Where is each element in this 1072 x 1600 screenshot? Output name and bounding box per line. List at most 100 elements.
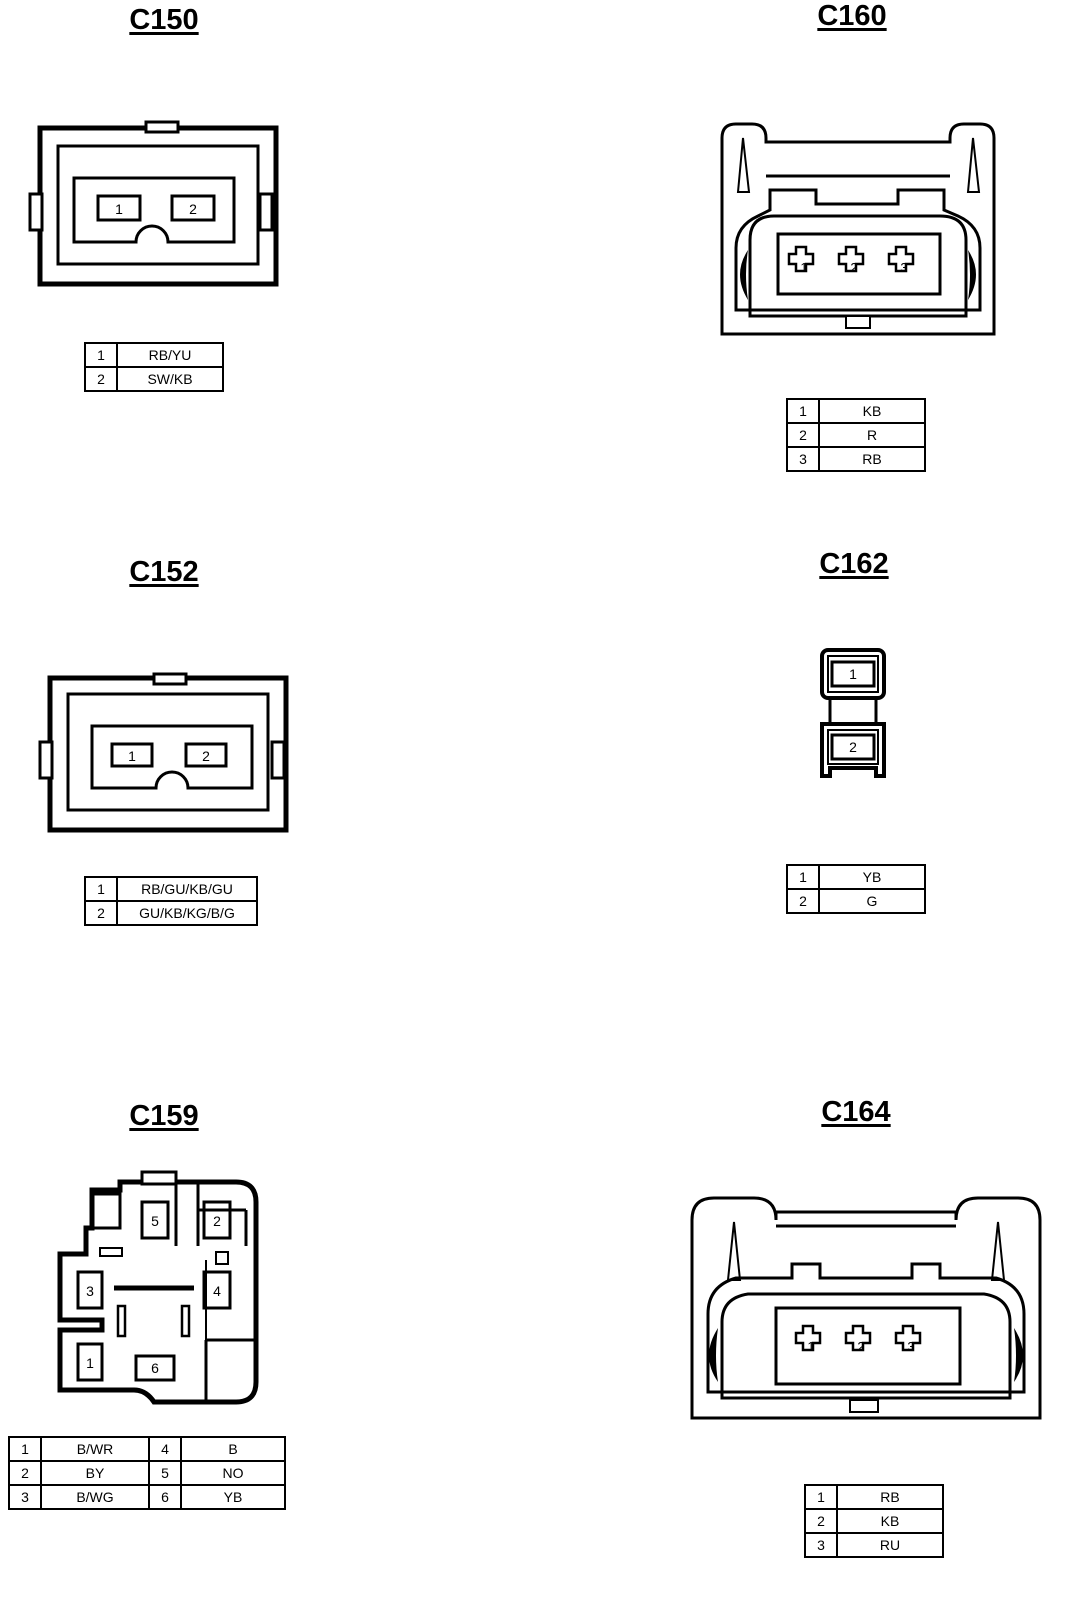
table-row: 1 B/WR 4 B	[8, 1436, 286, 1462]
c152-title: C152	[129, 556, 199, 588]
pin-number: 4	[148, 1436, 182, 1462]
c152-pin-1-label: 1	[128, 748, 136, 764]
c162-pin-2-label: 2	[849, 739, 857, 755]
c160-pin-1-label: 1	[800, 260, 807, 275]
pin-number: 1	[84, 342, 118, 368]
pin-number: 1	[8, 1436, 42, 1462]
c159-pin-2	[202, 1200, 232, 1240]
c164-pin-1-label: 1	[807, 1339, 814, 1354]
pin-number: 1	[786, 398, 820, 424]
c164-pin-2-label: 2	[857, 1339, 864, 1354]
wire-color: RB	[818, 446, 926, 472]
c162-pin-2	[830, 733, 876, 761]
c159-pin-5-label: 5	[151, 1213, 159, 1229]
c162-connector-drawing: 1 2	[820, 648, 886, 778]
c152-pin-2-label: 2	[202, 748, 210, 764]
c160-pin-2-label: 2	[850, 260, 857, 275]
c160-connector-drawing: 1 2 3	[720, 122, 996, 336]
c164-pin-3	[894, 1324, 922, 1352]
c164-pin-3-label: 3	[907, 1339, 914, 1354]
wire-color: B	[180, 1436, 286, 1462]
table-row: 3 B/WG 6 YB	[8, 1484, 286, 1510]
wire-color: NO	[180, 1460, 286, 1486]
wire-color: YB	[818, 864, 926, 890]
pin-number: 5	[148, 1460, 182, 1486]
wire-color: G	[818, 888, 926, 914]
wire-color: RB/YU	[116, 342, 224, 368]
c160-pin-1	[787, 245, 815, 273]
wire-color: B/WG	[40, 1484, 150, 1510]
c150-pin-1	[96, 194, 142, 222]
pin-number: 6	[148, 1484, 182, 1510]
c162-pin-1-label: 1	[849, 666, 857, 682]
wire-color: GU/KB/KG/B/G	[116, 900, 258, 926]
c159-pin-5	[140, 1200, 170, 1240]
c159-pin-3-label: 3	[86, 1283, 94, 1299]
c159-pin-6	[134, 1354, 176, 1382]
wire-color: BY	[40, 1460, 150, 1486]
pin-number: 1	[84, 876, 118, 902]
c164-pin-1	[794, 1324, 822, 1352]
c152-pin-2	[184, 742, 228, 768]
c159-connector-drawing: 1 2 3 4 5 6	[57, 1170, 259, 1405]
c164-title: C164	[821, 1096, 891, 1128]
c162-pin-1	[830, 660, 876, 688]
c152-connector-drawing: 1 2	[38, 672, 289, 833]
c150-connector-drawing: 1 2	[28, 120, 279, 287]
wire-color: RB/GU/KB/GU	[116, 876, 258, 902]
wire-color: KB	[836, 1508, 944, 1534]
wire-color: B/WR	[40, 1436, 150, 1462]
c162-title: C162	[819, 548, 889, 580]
c160-title: C160	[817, 0, 887, 32]
pin-number: 3	[804, 1532, 838, 1558]
c159-pin-6-label: 6	[151, 1360, 159, 1376]
wire-color: SW/KB	[116, 366, 224, 392]
pin-number: 1	[786, 864, 820, 890]
pin-number: 2	[804, 1508, 838, 1534]
c159-pin-table: 1 B/WR 4 B 2 BY 5 NO 3 B/WG 6 YB	[8, 1436, 286, 1510]
c159-title: C159	[129, 1100, 199, 1132]
c160-pin-3	[887, 245, 915, 273]
c159-pin-4	[202, 1270, 232, 1310]
c150-pin-2-label: 2	[189, 201, 197, 217]
pin-number: 2	[84, 900, 118, 926]
pin-number: 2	[8, 1460, 42, 1486]
pin-number: 2	[786, 888, 820, 914]
pin-number: 3	[786, 446, 820, 472]
pin-number: 2	[84, 366, 118, 392]
c150-title: C150	[129, 4, 199, 36]
c150-pin-2	[170, 194, 216, 222]
c164-pin-2	[844, 1324, 872, 1352]
wire-color: KB	[818, 398, 926, 424]
c159-pin-1-label: 1	[86, 1355, 94, 1371]
wire-color: RU	[836, 1532, 944, 1558]
wire-color: RB	[836, 1484, 944, 1510]
c160-pin-2	[837, 245, 865, 273]
c164-connector-drawing: 1 2 3	[690, 1196, 1042, 1420]
c159-pin-2-label: 2	[213, 1213, 221, 1229]
pin-number: 2	[786, 422, 820, 448]
c160-pin-3-label: 3	[900, 260, 907, 275]
pin-number: 3	[8, 1484, 42, 1510]
wire-color: YB	[180, 1484, 286, 1510]
c159-pin-1	[76, 1342, 104, 1382]
c159-pin-4-label: 4	[213, 1283, 221, 1299]
c150-pin-1-label: 1	[115, 201, 123, 217]
